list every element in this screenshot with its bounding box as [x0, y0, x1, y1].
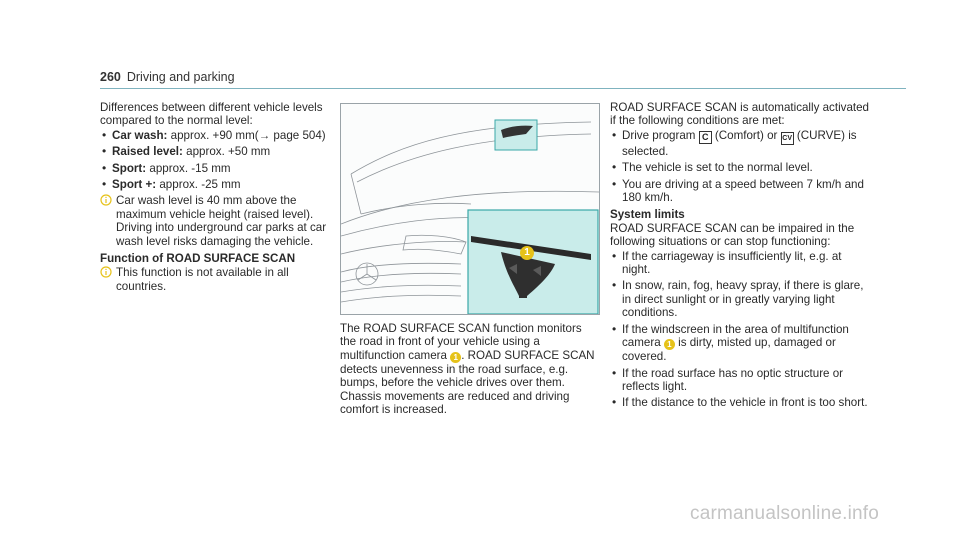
conditions-list: Drive program C (Comfort) or CV (CURVE) … [610, 129, 872, 205]
column-left: Differences between different vehicle le… [100, 101, 328, 296]
column-right: ROAD SURFACE SCAN is automatically activ… [610, 101, 872, 413]
list-item: If the windscreen in the area of multifu… [610, 323, 872, 364]
list-item: Drive program C (Comfort) or CV (CURVE) … [610, 129, 872, 158]
levels-list: Car wash: approx. +90 mm(→ page 504) Rai… [100, 129, 328, 192]
comfort-program-icon: C [698, 130, 712, 144]
header-rule [100, 88, 906, 89]
watermark: carmanualsonline.info [690, 503, 880, 524]
list-item: Sport: approx. -15 mm [100, 162, 328, 176]
note: This function is not available in all co… [100, 266, 328, 293]
list-item: Raised level: approx. +50 mm [100, 145, 328, 159]
list-item: You are driving at a speed between 7 km/… [610, 178, 872, 205]
page-number: 260 [100, 70, 121, 84]
page-header: 260 Driving and parking [100, 70, 235, 84]
car-drawing [341, 119, 599, 314]
list-item: Car wash: approx. +90 mm(→ page 504) [100, 129, 328, 143]
function-heading: Function of ROAD SURFACE SCAN [100, 252, 296, 266]
system-limits-heading: System limits [610, 208, 685, 222]
list-item: If the distance to the vehicle in front … [610, 396, 872, 410]
car-wash-note: Car wash level is 40 mm above the maximu… [116, 194, 327, 248]
limits-intro: ROAD SURFACE SCAN can be impaired in the… [610, 221, 855, 249]
curve-program-icon: CV [780, 131, 794, 145]
info-icon [100, 194, 112, 207]
list-item: The vehicle is set to the normal level. [610, 161, 872, 175]
info-icon [100, 266, 112, 279]
list-item: If the carriageway is insufficiently lit… [610, 250, 872, 277]
function-description: The ROAD SURFACE SCAN function monitors … [340, 322, 595, 417]
note: Car wash level is 40 mm above the maximu… [100, 194, 328, 248]
list-item: If the road surface has no optic structu… [610, 367, 872, 394]
callout-badge: 1 [520, 246, 534, 260]
levels-intro: Differences between different vehicle le… [100, 101, 323, 128]
section-title: Driving and parking [126, 70, 235, 84]
list-item: Sport +: approx. -25 mm [100, 178, 328, 192]
limits-list: If the carriageway is insufficiently lit… [610, 250, 872, 410]
activation-intro: ROAD SURFACE SCAN is automatically activ… [610, 101, 870, 128]
car-front-illustration: 1 [340, 103, 600, 315]
column-middle: The ROAD SURFACE SCAN function monitors … [340, 322, 598, 416]
list-item: In snow, rain, fog, heavy spray, if ther… [610, 279, 872, 319]
availability-note: This function is not available in all co… [116, 266, 289, 293]
callout-badge: 1 [663, 339, 675, 351]
callout-badge: 1 [450, 351, 462, 363]
